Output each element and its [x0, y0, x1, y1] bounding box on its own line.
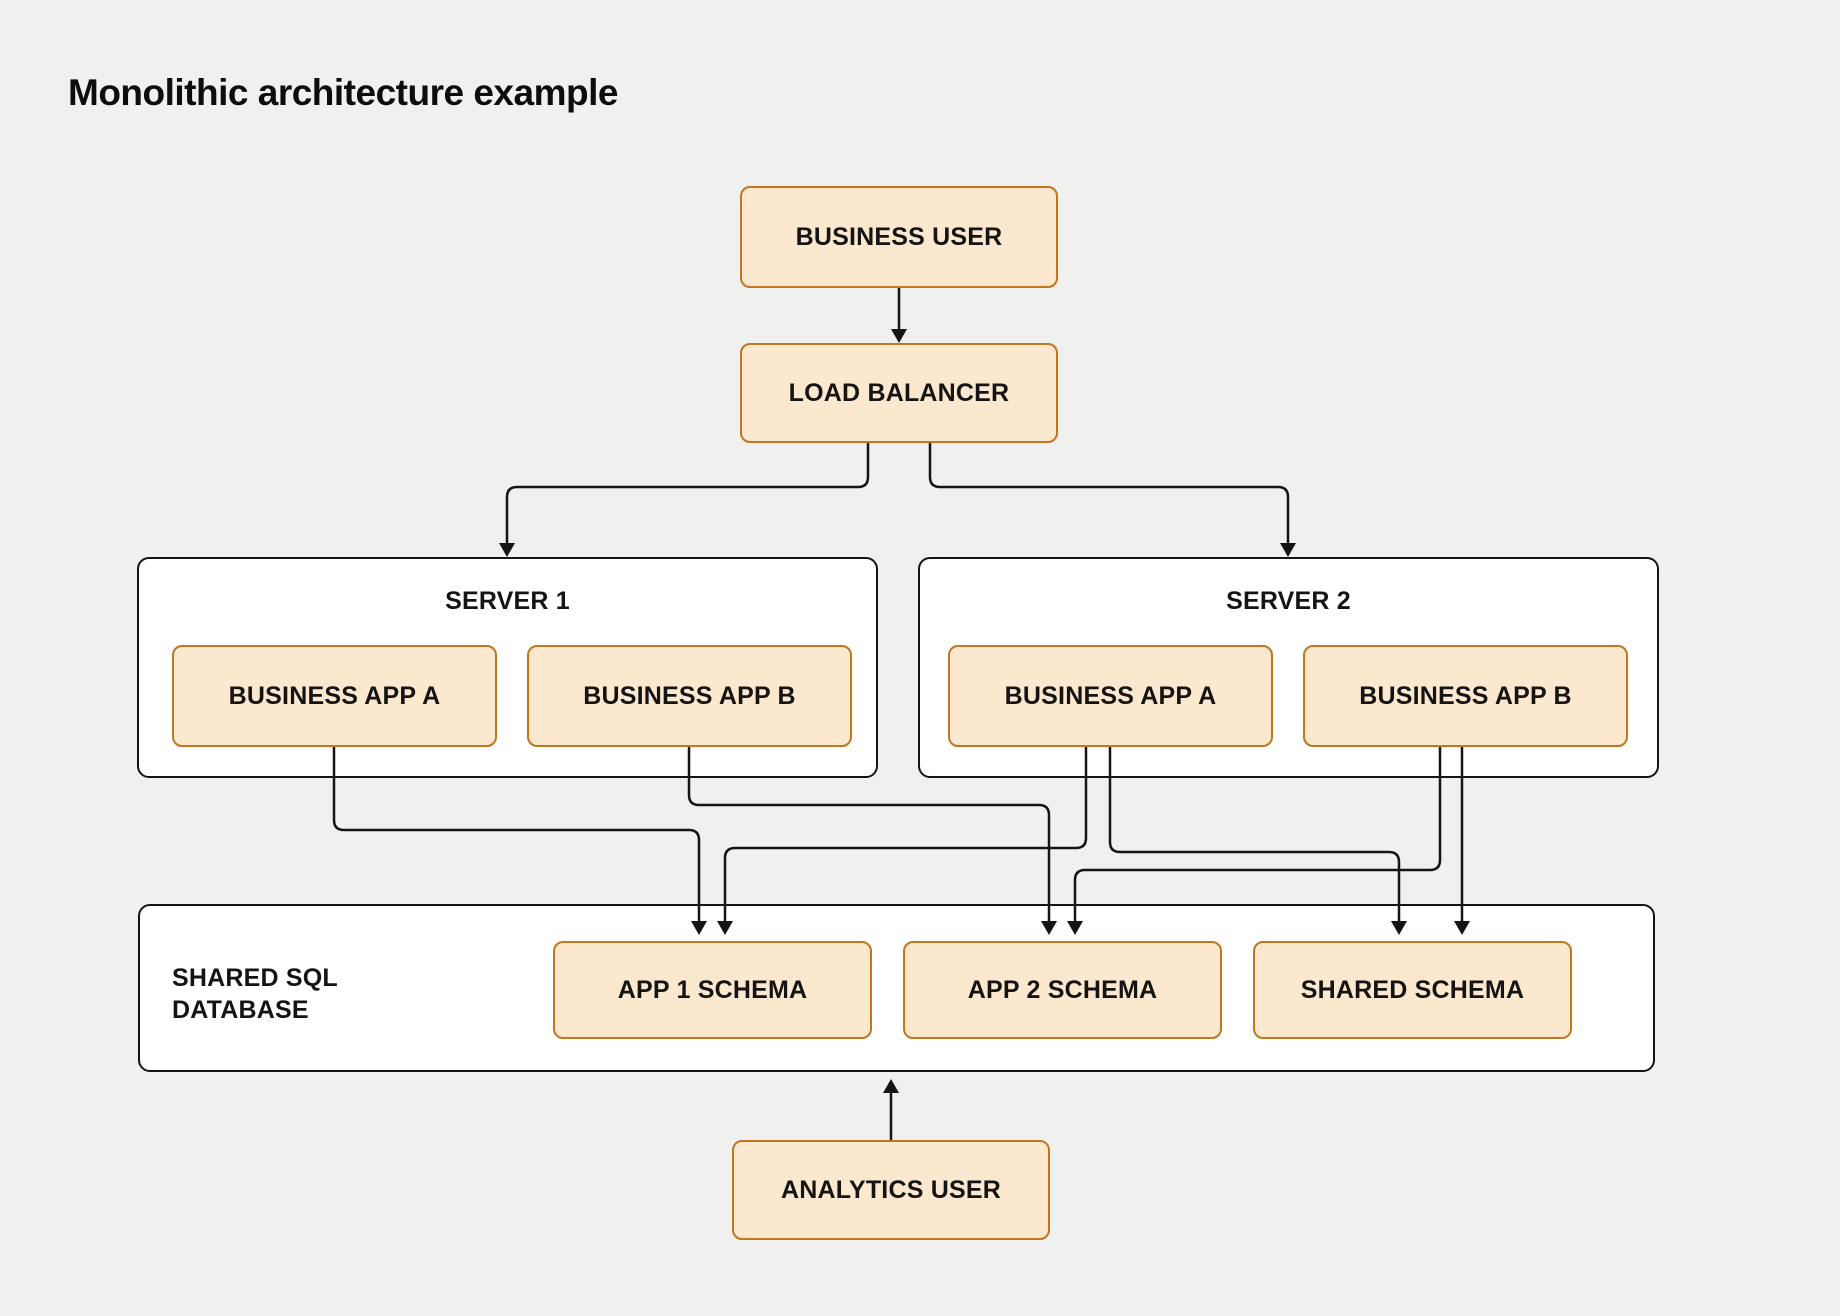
node-server1-business-app-b: BUSINESS APP B — [527, 645, 852, 747]
connector-business-user-to-load-balancer — [891, 288, 907, 343]
node-shared-schema-label: SHARED SCHEMA — [1300, 975, 1525, 1004]
arrowhead-icon — [883, 1079, 899, 1093]
node-app-1-schema-label: APP 1 SCHEMA — [617, 975, 808, 1004]
node-server2-business-app-b: BUSINESS APP B — [1303, 645, 1628, 747]
node-server2-business-app-a: BUSINESS APP A — [948, 645, 1273, 747]
server-1-label: SERVER 1 — [445, 587, 570, 615]
shared-sql-database-label: SHARED SQL DATABASE — [172, 964, 338, 1024]
node-server2-business-app-b-label: BUSINESS APP B — [1359, 681, 1572, 710]
node-server1-business-app-a-label: BUSINESS APP A — [228, 681, 441, 710]
arrowhead-icon — [891, 329, 907, 343]
node-analytics-user-label: ANALYTICS USER — [781, 1175, 1001, 1204]
node-load-balancer-label: LOAD BALANCER — [788, 378, 1010, 407]
node-app-1-schema: APP 1 SCHEMA — [553, 941, 872, 1039]
connector-load-balancer-to-server-2 — [928, 443, 1296, 557]
node-business-user: BUSINESS USER — [740, 186, 1058, 288]
page-title: Monolithic architecture example — [68, 72, 618, 113]
server-2-label: SERVER 2 — [1226, 587, 1351, 615]
arrowhead-icon — [1280, 543, 1296, 557]
connector-analytics-user-to-database — [883, 1079, 899, 1140]
arrowhead-icon — [499, 543, 515, 557]
node-server1-business-app-b-label: BUSINESS APP B — [583, 681, 796, 710]
connector-load-balancer-to-server-1 — [499, 443, 870, 557]
node-server1-business-app-a: BUSINESS APP A — [172, 645, 497, 747]
node-shared-schema: SHARED SCHEMA — [1253, 941, 1572, 1039]
node-business-user-label: BUSINESS USER — [795, 222, 1003, 251]
node-app-2-schema-label: APP 2 SCHEMA — [967, 975, 1158, 1004]
node-server2-business-app-a-label: BUSINESS APP A — [1004, 681, 1217, 710]
node-analytics-user: ANALYTICS USER — [732, 1140, 1050, 1240]
node-app-2-schema: APP 2 SCHEMA — [903, 941, 1222, 1039]
node-load-balancer: LOAD BALANCER — [740, 343, 1058, 443]
